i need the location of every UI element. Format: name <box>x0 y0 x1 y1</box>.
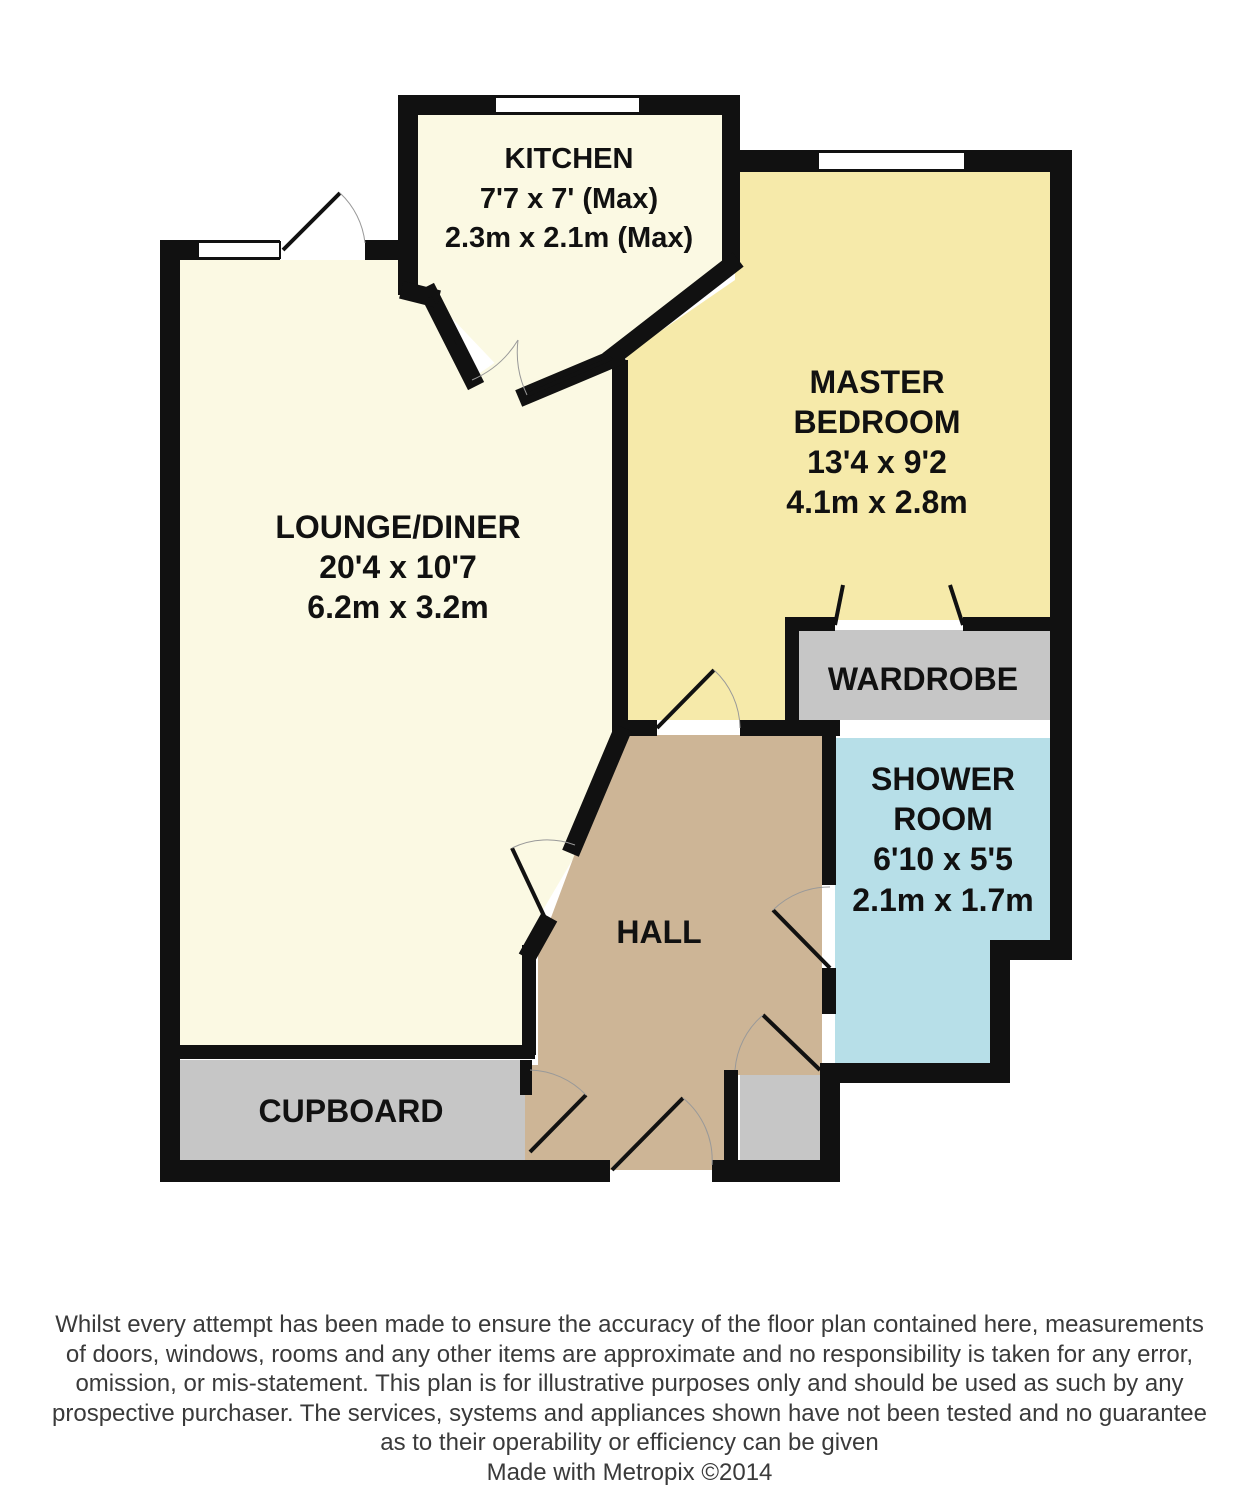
wardrobe-name: WARDROBE <box>828 661 1018 697</box>
wall-wardrobe-left <box>785 617 799 722</box>
shower-room-metric: 2.1m x 1.7m <box>852 882 1033 918</box>
master-bedroom-label: MASTER BEDROOM 13'4 x 9'2 4.1m x 2.8m <box>786 364 967 520</box>
wall-left <box>160 240 180 1182</box>
wall-hall-right-mid <box>822 968 836 1014</box>
wall-bedroom-bottom-b <box>740 720 840 736</box>
small-cupboard-fill <box>740 1075 820 1160</box>
wall-hall-diagonal-lower <box>518 912 558 963</box>
disclaimer-line: omission, or mis-statement. This plan is… <box>75 1370 1184 1398</box>
window-kitchen <box>494 96 641 114</box>
door-cupboard <box>528 1069 588 1154</box>
door-wardrobe-left <box>833 584 845 626</box>
wall-wardrobe-top-right <box>963 617 1053 631</box>
master-bedroom-fill <box>626 170 1050 720</box>
walls <box>160 95 1072 1182</box>
wall-right-lower <box>990 940 1010 1083</box>
cupboard-fill <box>180 1060 525 1160</box>
shower-room-fill <box>835 738 1050 1063</box>
shower-room-name-1: SHOWER <box>871 761 1015 797</box>
wall-bottom-right <box>712 1160 840 1182</box>
cupboard-name: CUPBOARD <box>259 1093 444 1129</box>
kitchen-label: KITCHEN 7'7 x 7' (Max) 2.3m x 2.1m (Max) <box>445 143 693 254</box>
window-bedroom <box>817 151 966 171</box>
wall-kitchen-notch <box>399 281 441 308</box>
wall-right-upper <box>1050 150 1072 960</box>
lounge-diner-label: LOUNGE/DINER 20'4 x 10'7 6.2m x 3.2m <box>275 509 520 625</box>
shower-room-label: SHOWER ROOM 6'10 x 5'5 2.1m x 1.7m <box>852 761 1033 918</box>
kitchen-imperial: 7'7 x 7' (Max) <box>480 183 658 215</box>
door-entrance <box>610 1096 713 1172</box>
wall-hall-diagonal-upper <box>562 724 632 857</box>
shower-room-name-2: ROOM <box>893 801 993 837</box>
hall-fill <box>525 735 822 1170</box>
door-shower <box>771 886 832 970</box>
wall-shower-bottom <box>820 1063 1010 1083</box>
wall-small-cupboard-left <box>724 1070 738 1165</box>
hall-name: HALL <box>616 914 701 950</box>
wall-kitchen-left <box>398 95 418 295</box>
master-bedroom-name-2: BEDROOM <box>793 404 960 440</box>
disclaimer-line: of doors, windows, rooms and any other i… <box>65 1340 1194 1368</box>
wall-center-vertical <box>612 360 628 735</box>
lounge-diner-name: LOUNGE/DINER <box>275 509 520 545</box>
floor-plan: KITCHEN 7'7 x 7' (Max) 2.3m x 2.1m (Max)… <box>160 95 1072 1182</box>
wall-cupboard-top <box>180 1045 535 1059</box>
wall-lounge-lower-right <box>522 945 536 1055</box>
disclaimer-line: as to their operability or efficiency ca… <box>380 1429 879 1457</box>
wall-cupboard-right <box>520 1060 532 1095</box>
lounge-diner-fill <box>180 260 612 1050</box>
wall-hall-right-upper <box>822 720 836 885</box>
door-bedroom <box>655 668 741 730</box>
shower-room-imperial: 6'10 x 5'5 <box>873 841 1013 877</box>
wall-right-step <box>990 940 1072 960</box>
door-lounge-hall <box>510 839 576 919</box>
disclaimer-line: Whilst every attempt has been made to en… <box>55 1311 1204 1338</box>
wall-kitchen-right <box>722 95 740 265</box>
disclaimer: Whilst every attempt has been made to en… <box>0 1310 1259 1488</box>
master-bedroom-metric: 4.1m x 2.8m <box>786 484 967 520</box>
wall-hall-right-bottom <box>820 1063 840 1182</box>
kitchen-name: KITCHEN <box>505 143 634 175</box>
windows <box>197 96 966 259</box>
window-lounge <box>197 241 281 259</box>
door-kitchen-double <box>428 296 613 397</box>
wall-kitchen-diagonal-right <box>602 252 744 368</box>
lounge-diner-metric: 6.2m x 3.2m <box>307 589 488 625</box>
lounge-diner-imperial: 20'4 x 10'7 <box>319 549 477 585</box>
door-wardrobe-right <box>948 584 965 626</box>
door-lounge-balcony <box>281 191 366 252</box>
door-small-cupboard <box>734 1013 822 1072</box>
disclaimer-line: prospective purchaser. The services, sys… <box>52 1399 1207 1427</box>
credit-line: Made with Metropix ©2014 <box>486 1458 773 1486</box>
doors <box>281 191 965 1172</box>
master-bedroom-imperial: 13'4 x 9'2 <box>807 444 947 480</box>
wall-bottom-left <box>160 1160 610 1182</box>
kitchen-metric: 2.3m x 2.1m (Max) <box>445 222 693 254</box>
master-bedroom-name-1: MASTER <box>809 364 944 400</box>
wardrobe-fill <box>797 630 1050 720</box>
